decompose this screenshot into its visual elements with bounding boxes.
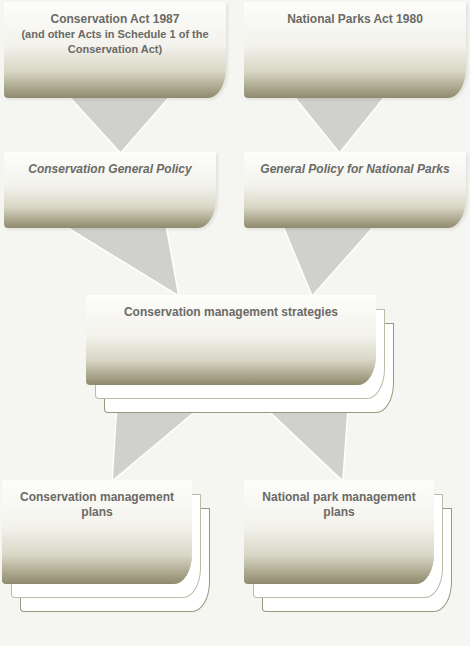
funnel-arrow — [294, 97, 384, 153]
funnel-shape — [283, 227, 373, 296]
box-heading: Conservation General Policy — [16, 162, 204, 177]
funnel-arrow — [283, 227, 373, 296]
stacked-document-box: National park management plans — [244, 480, 434, 584]
funnel-arrow — [69, 97, 169, 153]
stacked-document-box: Conservation management strategies — [86, 295, 376, 385]
funnel-arrow — [240, 384, 350, 481]
box-note: (and other Acts in Schedule 1 of the Con… — [16, 27, 214, 57]
document-box: National Parks Act 1980 — [244, 2, 466, 98]
funnel-shape — [69, 97, 169, 153]
document-box: Conservation General Policy — [4, 152, 216, 228]
funnel-shape — [66, 227, 178, 296]
box-heading: National park management plans — [256, 490, 422, 520]
funnel-arrow — [112, 384, 228, 481]
funnel-shape — [240, 384, 350, 481]
box-heading: National Parks Act 1980 — [256, 12, 454, 27]
funnel-shape — [294, 97, 384, 153]
stacked-document-box: Conservation management plans — [2, 480, 192, 584]
document-box: General Policy for National Parks — [244, 152, 466, 228]
funnel-shape — [112, 384, 228, 481]
document-box: Conservation Act 1987(and other Acts in … — [4, 2, 226, 98]
box-heading: Conservation management strategies — [98, 305, 364, 320]
box-heading: Conservation Act 1987 — [16, 12, 214, 27]
box-heading: Conservation management plans — [14, 490, 180, 520]
box-heading: General Policy for National Parks — [256, 162, 454, 177]
funnel-arrow — [66, 227, 178, 296]
